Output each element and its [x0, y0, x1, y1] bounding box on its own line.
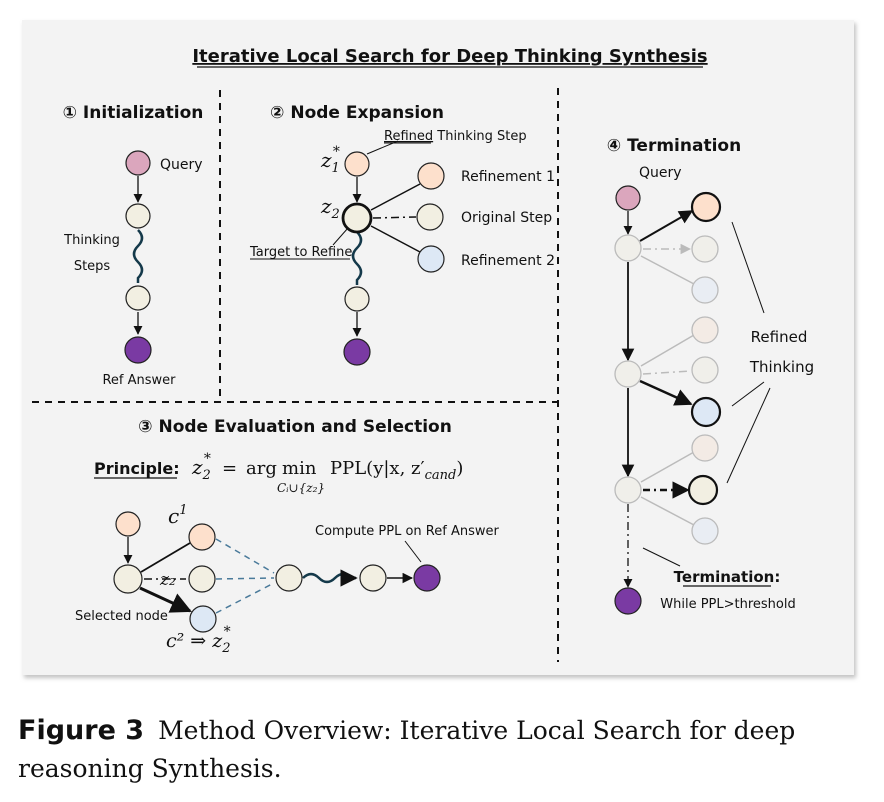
p1-query-node: [125, 150, 151, 176]
p4-refined-pointer-2: [731, 381, 765, 407]
p4-step-node-2: [614, 360, 642, 388]
p3-compute-label: Compute PPL on Ref Answer: [315, 524, 499, 539]
p3-equation-lhs: z2*: [191, 451, 211, 483]
p4-while-label: While PPL>threshold: [660, 597, 795, 612]
p4-l3-refined-node: [687, 474, 719, 506]
p3-dashed-z2: [215, 577, 275, 580]
p1-ref-answer-label: Ref Answer: [102, 373, 176, 388]
p3-compute-pointer: [404, 540, 422, 563]
p3-step-node-1: [275, 564, 303, 592]
p2-z1-node: [344, 151, 370, 177]
p4-step-node-3: [614, 476, 642, 504]
p2-refined-label: Refined Thinking Step: [384, 129, 527, 144]
p2-target-label: Target to Refine: [249, 245, 352, 260]
p2-edge-refinement1: [370, 183, 421, 211]
p4-query-label: Query: [639, 165, 682, 181]
p3-edge-c2: [139, 586, 192, 613]
p2-z2-node: [341, 202, 373, 234]
p4-l1-selected-edge: [639, 210, 694, 242]
p3-c2-label: c² ⇒ z2*: [166, 624, 231, 656]
panel-termination: ④ Termination Query: [607, 136, 814, 615]
p3-selected-node: [113, 564, 143, 594]
p1-step-node-1: [125, 203, 151, 229]
figure-title: Iterative Local Search for Deep Thinking…: [192, 46, 707, 67]
p4-l3-faded-node-2: [691, 517, 719, 545]
p1-steps-label: Steps: [74, 259, 111, 274]
p2-z2-label: z2: [320, 194, 340, 222]
panel-node-evaluation: ③ Node Evaluation and Selection Principl…: [75, 417, 499, 656]
p3-edge-c1: [140, 542, 191, 573]
p3-answer-node: [413, 564, 441, 592]
p2-edge-original: [372, 216, 417, 219]
p4-l3-other-edge-2: [640, 496, 695, 526]
p4-termination-label: Termination:: [674, 568, 781, 586]
p3-selected-label: Selected node: [75, 609, 168, 624]
panel-initialization: ① Initialization Query Thinking Steps Re…: [63, 103, 204, 388]
p2-edge-refinement2: [370, 225, 421, 253]
p4-refined-pointer-3: [726, 387, 771, 484]
p4-termination-pointer: [642, 547, 681, 567]
p3-equation-arg: arg: [246, 458, 277, 479]
p1-wavy-edge: [132, 229, 144, 283]
p3-z2-label: z₂: [159, 570, 176, 590]
p4-l2-refined-node: [690, 396, 722, 428]
p4-thinking-label: Thinking: [749, 358, 814, 376]
p2-answer-node: [343, 338, 371, 366]
p2-z1-label: z1*: [320, 144, 340, 176]
p3-equation-min-sub: Cᵢ∪{z₂}: [277, 481, 325, 495]
panel1-heading: ① Initialization: [63, 103, 204, 123]
p4-step-node-1: [614, 234, 642, 262]
p4-l1-faded-node: [691, 276, 719, 304]
p3-wavy-edge: [302, 569, 358, 587]
panel4-heading: ④ Termination: [607, 136, 741, 156]
panel-node-expansion: ② Node Expansion z1* z2 Refined Thinking…: [249, 103, 555, 366]
p3-c1-label: c1: [168, 503, 187, 528]
p4-l2-selected-edge: [639, 379, 693, 406]
p2-original-node: [416, 203, 444, 231]
p4-l1-original-node: [691, 235, 719, 263]
p1-query-label: Query: [160, 157, 203, 173]
panel2-heading: ② Node Expansion: [270, 103, 444, 123]
p2-original-label: Original Step: [461, 210, 552, 226]
p4-l2-original-node: [691, 356, 719, 384]
p3-step-node-2: [359, 564, 387, 592]
p2-step-node: [344, 286, 370, 312]
p4-l3-other-edge-1: [640, 451, 695, 483]
p2-target-pointer: [332, 227, 349, 246]
p3-equation-rhs: PPL(y|x, z′cand): [330, 458, 463, 483]
p4-answer-node: [614, 587, 642, 615]
p3-c2-node: [189, 605, 217, 633]
method-overview-figure: Iterative Local Search for Deep Thinking…: [22, 20, 854, 675]
p2-refinement1-node: [417, 162, 445, 190]
p4-l1-other-edge: [640, 255, 695, 285]
p3-z2-node: [188, 565, 216, 593]
figure-caption-label: Figure 3: [18, 715, 145, 746]
panel3-heading: ③ Node Evaluation and Selection: [138, 417, 452, 437]
p4-l2-other-edge: [640, 334, 695, 367]
figure-background: [22, 20, 854, 675]
p2-refinement1-label: Refinement 1: [461, 169, 555, 185]
p1-answer-node: [124, 336, 152, 364]
p3-equation-eq: =: [222, 458, 237, 479]
p1-thinking-label: Thinking: [63, 233, 120, 248]
p4-l3-faded-node-1: [691, 434, 719, 462]
p4-refined-pointer-1: [731, 221, 765, 314]
p4-l2-faded-node: [691, 316, 719, 344]
p3-equation-min: min: [282, 458, 317, 479]
p2-wavy-edge: [351, 231, 363, 285]
p3-query-node: [115, 511, 141, 537]
p3-dashed-c1: [215, 538, 275, 574]
p4-refined-label: Refined: [751, 328, 808, 346]
p3-principle-label: Principle:: [94, 459, 180, 478]
p4-l2-original-edge: [642, 370, 691, 375]
figure-caption-text: Method Overview: Iterative Local Search …: [18, 716, 796, 783]
p2-refinement2-label: Refinement 2: [461, 253, 555, 269]
p4-query-node: [615, 185, 641, 211]
p1-step-node-2: [125, 285, 151, 311]
p2-refinement2-node: [417, 245, 445, 273]
p3-c1-node: [188, 523, 216, 551]
p4-l1-refined-node: [690, 191, 722, 223]
